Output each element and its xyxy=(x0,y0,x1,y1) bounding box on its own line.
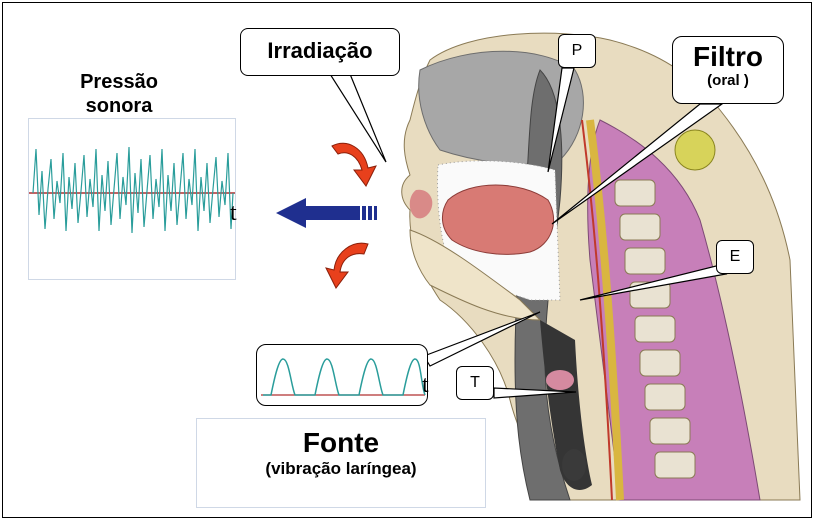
time-axis-label-bottom: t xyxy=(422,372,429,399)
glottal-pulse-waveform xyxy=(257,345,428,406)
radiation-callout: Irradiação xyxy=(240,28,400,76)
t-callout: T xyxy=(456,366,494,400)
filter-callout: Filtro (oral ) xyxy=(672,36,784,104)
glottal-pulse-trace xyxy=(263,359,425,395)
e-callout: E xyxy=(716,240,754,274)
p-callout: P xyxy=(558,34,596,68)
filter-title: Filtro xyxy=(673,41,783,73)
source-subtitle: (vibração laríngea) xyxy=(197,459,485,479)
glottal-waveform-callout xyxy=(256,344,428,406)
source-title: Fonte xyxy=(197,427,485,459)
source-caption-box: Fonte (vibração laríngea) xyxy=(196,418,486,508)
filter-subtitle: (oral ) xyxy=(673,73,783,89)
